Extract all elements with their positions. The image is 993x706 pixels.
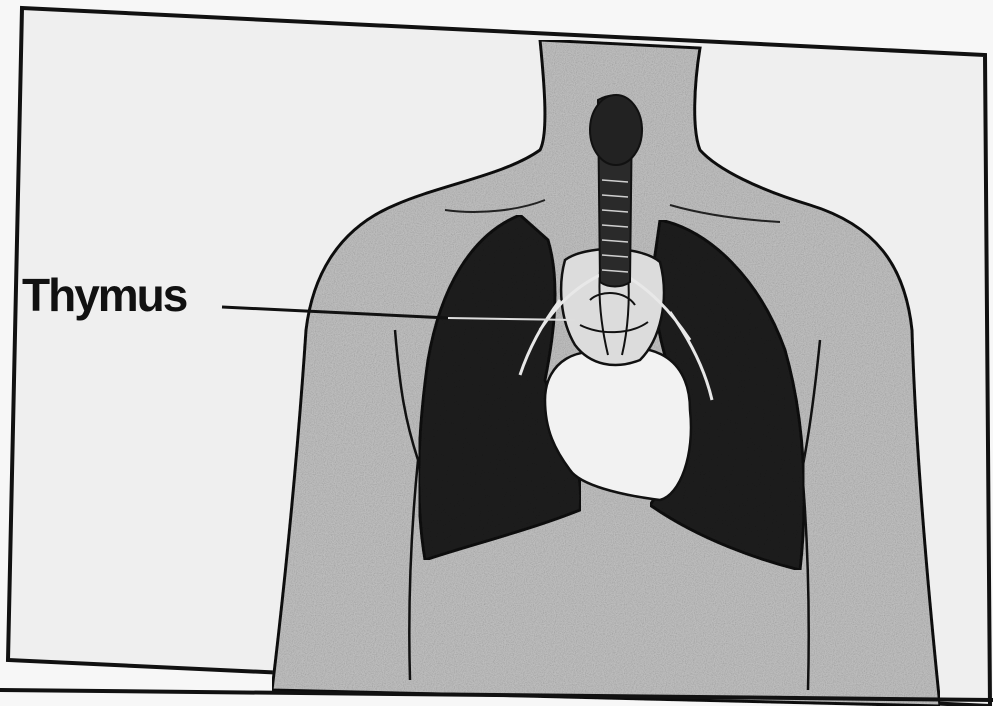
thymus-label: Thymus (22, 272, 186, 318)
larynx (590, 95, 642, 165)
